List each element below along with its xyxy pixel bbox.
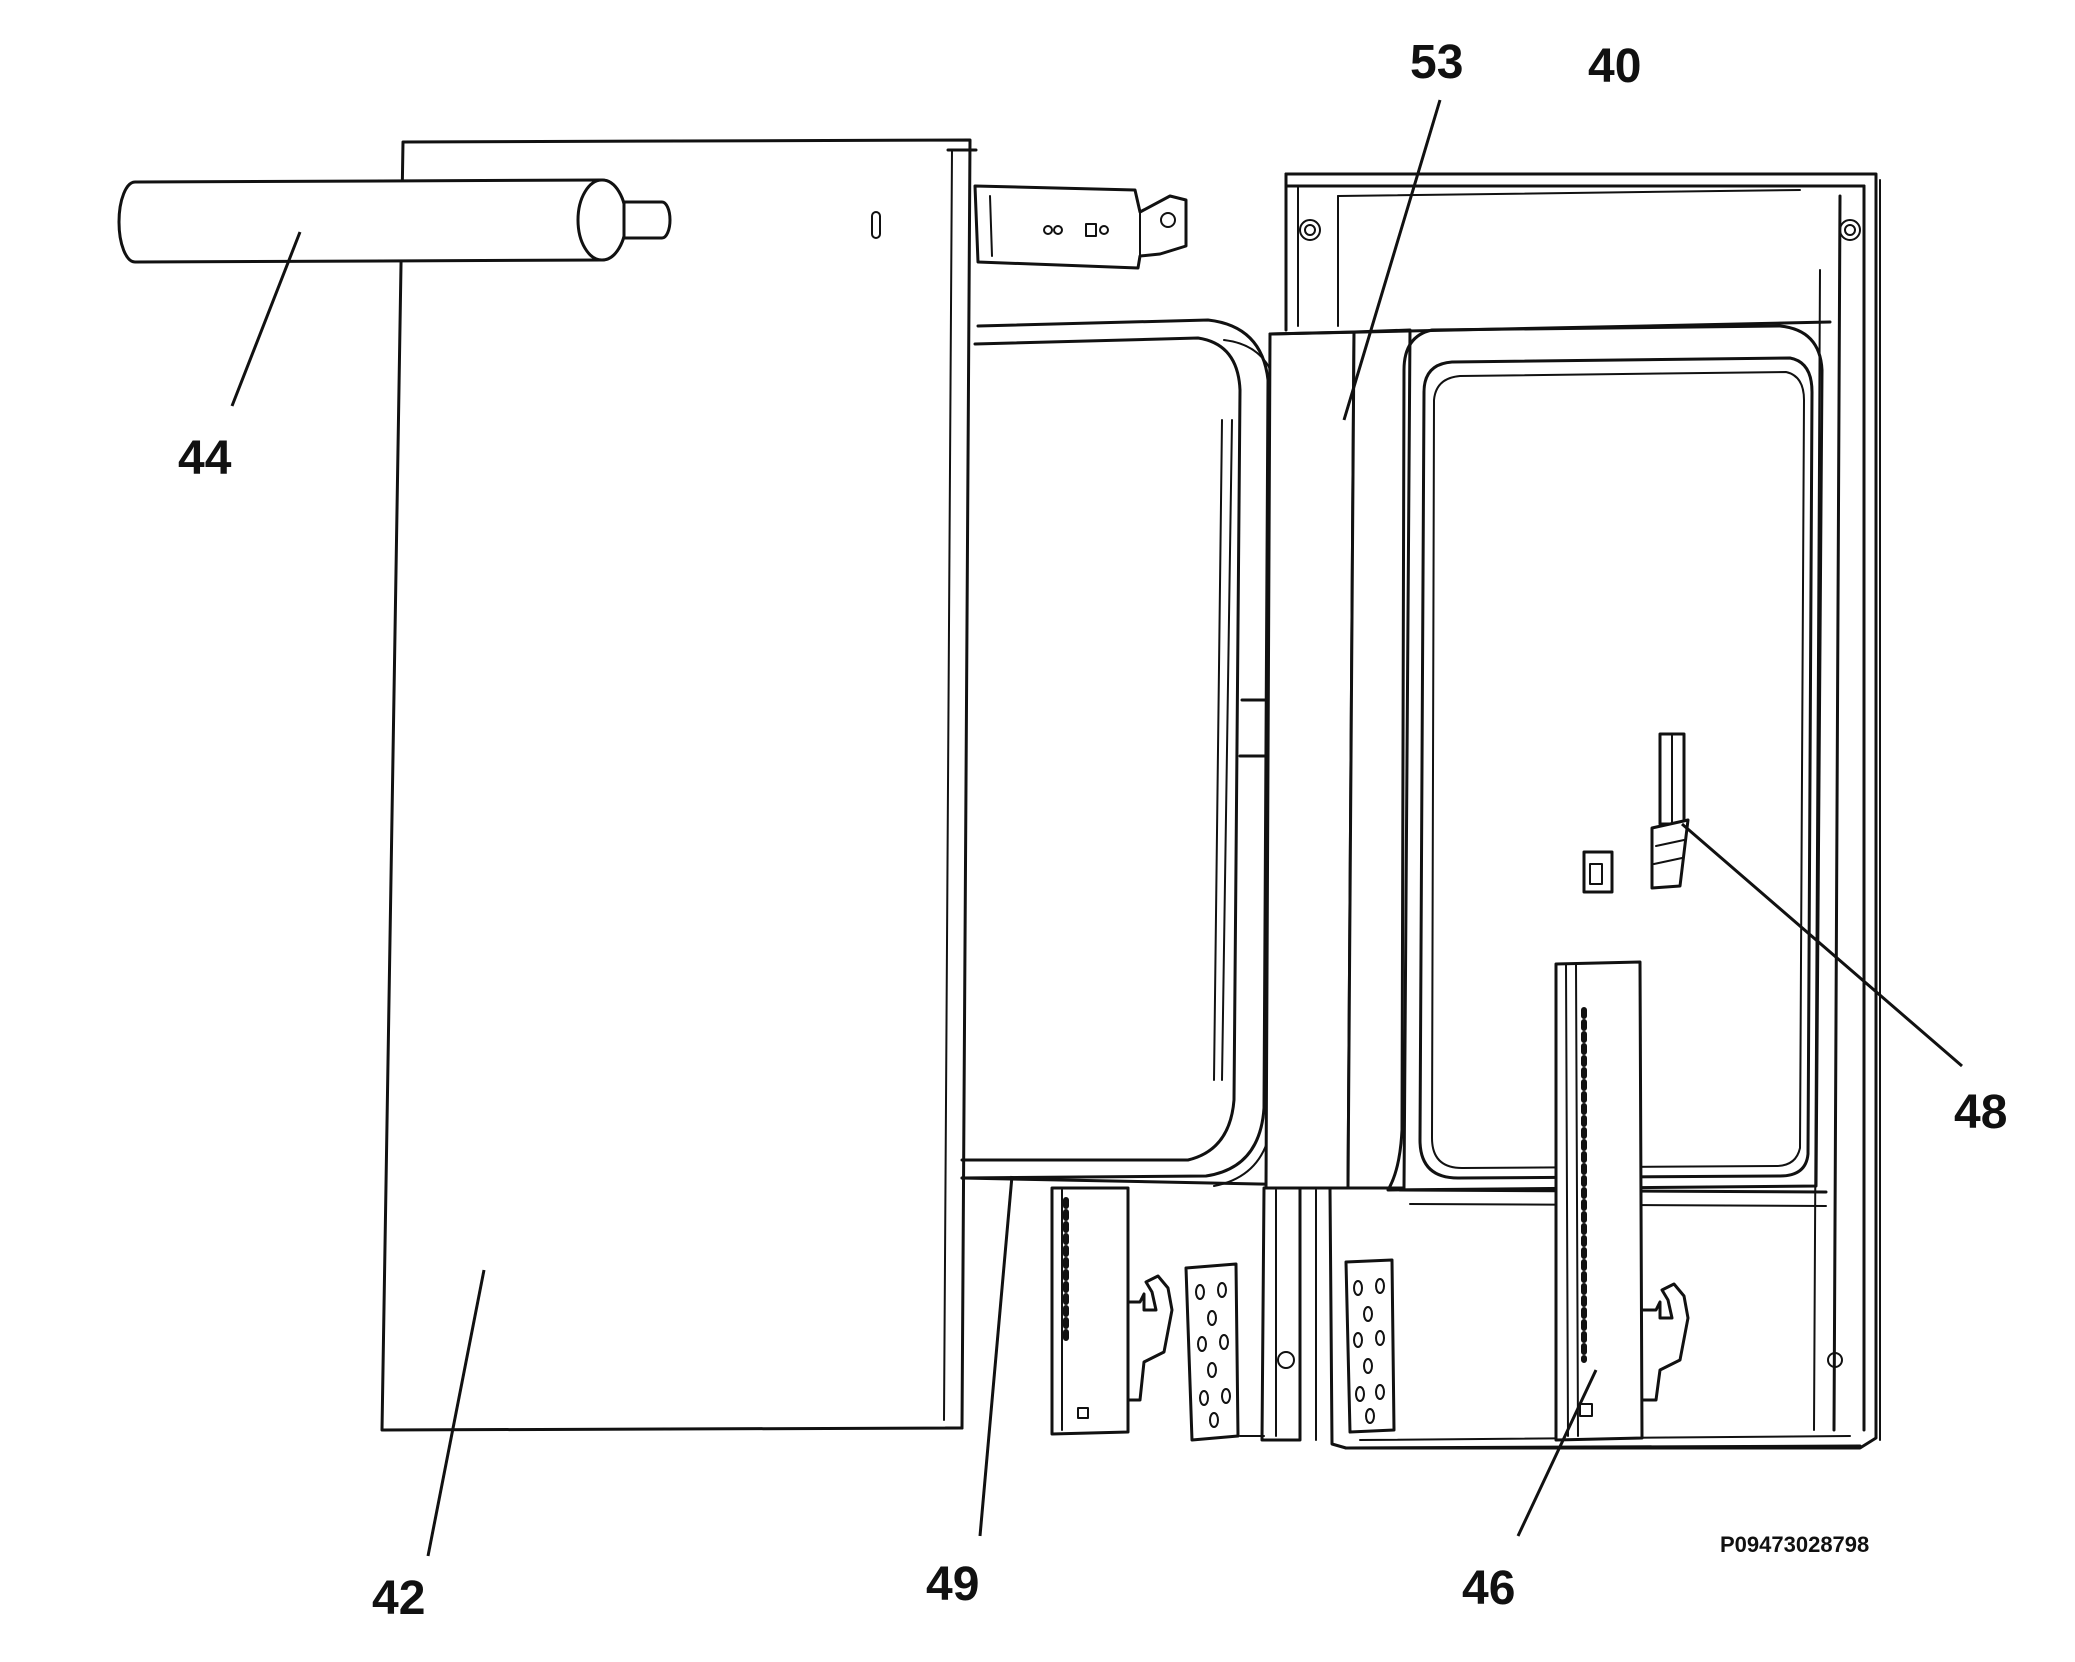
leader-lines bbox=[230, 99, 1963, 1557]
leader-48 bbox=[1681, 822, 1963, 1068]
reference-code: P09473028798 bbox=[1720, 1532, 1869, 1557]
leader-42 bbox=[426, 1269, 486, 1557]
perforated-bracket-right bbox=[1344, 1258, 1396, 1434]
hinge-bracket bbox=[973, 184, 1188, 270]
inner-window bbox=[1386, 324, 1828, 1207]
label-46: 46 bbox=[1462, 1562, 1515, 1615]
label-48: 48 bbox=[1954, 1086, 2007, 1139]
leader-49 bbox=[978, 1175, 1014, 1537]
bottom-centre-bracket bbox=[1239, 1186, 1348, 1450]
label-42: 42 bbox=[372, 1572, 425, 1625]
leader-44 bbox=[230, 231, 302, 407]
label-40: 40 bbox=[1588, 40, 1641, 93]
guide-rail-right bbox=[1554, 960, 1690, 1442]
guide-rail-left bbox=[1050, 1186, 1174, 1436]
perforated-bracket-left bbox=[1184, 1262, 1240, 1442]
label-44: 44 bbox=[178, 432, 232, 485]
middle-strip bbox=[1264, 328, 1412, 1190]
label-49: 49 bbox=[926, 1558, 979, 1611]
cabinet-frame bbox=[1268, 172, 1881, 1450]
leader-53 bbox=[1342, 99, 1442, 421]
latch-part bbox=[1582, 732, 1690, 894]
label-53: 53 bbox=[1410, 36, 1463, 89]
handle-bar bbox=[117, 178, 672, 264]
leader-46 bbox=[1516, 1369, 1598, 1537]
door-panel bbox=[380, 138, 978, 1432]
